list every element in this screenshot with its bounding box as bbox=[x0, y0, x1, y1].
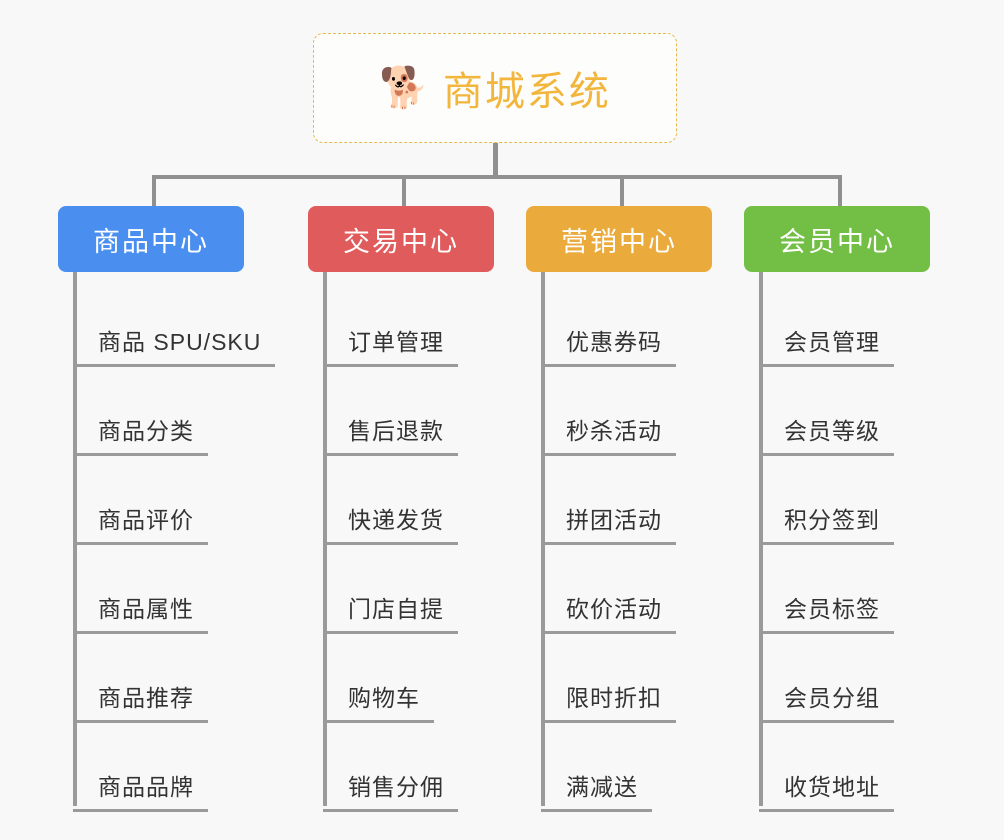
leaf-item-label: 会员标签 bbox=[759, 590, 894, 634]
leaf-item-label: 砍价活动 bbox=[541, 590, 676, 634]
connector-drop-trade-center bbox=[402, 175, 406, 208]
column-product-center: 商品中心商品 SPU/SKU 商品分类商品评价商品属性商品推荐商品品牌 bbox=[58, 206, 276, 812]
column-trade-center: 交易中心订单管理售后退款快递发货门店自提购物车销售分佣 bbox=[308, 206, 494, 812]
leaf-item-label: 商品 SPU/SKU bbox=[73, 323, 276, 367]
leaf-item-label: 会员分组 bbox=[759, 679, 894, 723]
leaf-item-label: 销售分佣 bbox=[323, 768, 458, 812]
leaf-item[interactable]: 商品 SPU/SKU bbox=[73, 278, 276, 367]
leaf-item[interactable]: 订单管理 bbox=[323, 278, 494, 367]
leaf-item-label: 优惠券码 bbox=[541, 323, 676, 367]
leaf-item[interactable]: 会员分组 bbox=[759, 634, 930, 723]
leaf-item[interactable]: 商品推荐 bbox=[73, 634, 244, 723]
leaf-item[interactable]: 销售分佣 bbox=[323, 723, 494, 812]
category-header-member-center[interactable]: 会员中心 bbox=[744, 206, 930, 272]
leaf-item[interactable]: 购物车 bbox=[323, 634, 494, 723]
leaf-item-label: 满减送 bbox=[541, 768, 652, 812]
category-title: 会员中心 bbox=[779, 226, 895, 257]
leaf-item[interactable]: 会员标签 bbox=[759, 545, 930, 634]
leaf-item[interactable]: 砍价活动 bbox=[541, 545, 712, 634]
spine-product-center bbox=[73, 272, 77, 806]
leaf-list-product-center: 商品 SPU/SKU 商品分类商品评价商品属性商品推荐商品品牌 bbox=[58, 272, 276, 812]
leaf-item-label: 拼团活动 bbox=[541, 501, 676, 545]
root-node[interactable]: 🐕 商城系统 bbox=[313, 33, 677, 143]
leaf-item[interactable]: 门店自提 bbox=[323, 545, 494, 634]
leaf-item-label: 会员等级 bbox=[759, 412, 894, 456]
leaf-item-label: 商品分类 bbox=[73, 412, 208, 456]
leaf-item-label: 商品品牌 bbox=[73, 768, 208, 812]
leaf-item-label: 积分签到 bbox=[759, 501, 894, 545]
leaf-item[interactable]: 商品分类 bbox=[73, 367, 244, 456]
leaf-item[interactable]: 拼团活动 bbox=[541, 456, 712, 545]
category-title: 交易中心 bbox=[343, 226, 459, 257]
root-title: 商城系统 bbox=[442, 70, 611, 114]
category-header-trade-center[interactable]: 交易中心 bbox=[308, 206, 494, 272]
leaf-item-label: 会员管理 bbox=[759, 323, 894, 367]
leaf-item[interactable]: 收货地址 bbox=[759, 723, 930, 812]
column-member-center: 会员中心会员管理会员等级积分签到会员标签会员分组收货地址 bbox=[744, 206, 930, 812]
connector-drop-product-center bbox=[152, 175, 156, 208]
leaf-item-label: 商品评价 bbox=[73, 501, 208, 545]
connector-bus bbox=[152, 175, 838, 179]
leaf-item-label: 秒杀活动 bbox=[541, 412, 676, 456]
connector-drop-marketing-center bbox=[620, 175, 624, 208]
leaf-list-trade-center: 订单管理售后退款快递发货门店自提购物车销售分佣 bbox=[308, 272, 494, 812]
leaf-item[interactable]: 会员等级 bbox=[759, 367, 930, 456]
category-title: 营销中心 bbox=[561, 226, 677, 257]
leaf-item-label: 商品推荐 bbox=[73, 679, 208, 723]
leaf-item[interactable]: 秒杀活动 bbox=[541, 367, 712, 456]
spine-marketing-center bbox=[541, 272, 545, 806]
connector-stem bbox=[493, 143, 498, 178]
leaf-item-label: 商品属性 bbox=[73, 590, 208, 634]
leaf-item[interactable]: 限时折扣 bbox=[541, 634, 712, 723]
leaf-item[interactable]: 满减送 bbox=[541, 723, 712, 812]
leaf-item[interactable]: 优惠券码 bbox=[541, 278, 712, 367]
leaf-item[interactable]: 积分签到 bbox=[759, 456, 930, 545]
leaf-list-member-center: 会员管理会员等级积分签到会员标签会员分组收货地址 bbox=[744, 272, 930, 812]
leaf-item-label: 收货地址 bbox=[759, 768, 894, 812]
leaf-item-label: 购物车 bbox=[323, 679, 434, 723]
leaf-item-label: 限时折扣 bbox=[541, 679, 676, 723]
column-marketing-center: 营销中心优惠券码秒杀活动拼团活动砍价活动限时折扣满减送 bbox=[526, 206, 712, 812]
leaf-list-marketing-center: 优惠券码秒杀活动拼团活动砍价活动限时折扣满减送 bbox=[526, 272, 712, 812]
connector-drop-member-center bbox=[838, 175, 842, 208]
shiba-dog-emoji-icon: 🐕 bbox=[379, 66, 429, 110]
leaf-item-label: 门店自提 bbox=[323, 590, 458, 634]
leaf-item[interactable]: 商品评价 bbox=[73, 456, 244, 545]
leaf-item[interactable]: 快递发货 bbox=[323, 456, 494, 545]
spine-member-center bbox=[759, 272, 763, 806]
leaf-item-label: 订单管理 bbox=[323, 323, 458, 367]
leaf-item[interactable]: 商品属性 bbox=[73, 545, 244, 634]
leaf-item[interactable]: 会员管理 bbox=[759, 278, 930, 367]
spine-trade-center bbox=[323, 272, 327, 806]
category-header-product-center[interactable]: 商品中心 bbox=[58, 206, 244, 272]
leaf-item-label: 售后退款 bbox=[323, 412, 458, 456]
leaf-item[interactable]: 商品品牌 bbox=[73, 723, 244, 812]
leaf-item-label: 快递发货 bbox=[323, 501, 458, 545]
leaf-item[interactable]: 售后退款 bbox=[323, 367, 494, 456]
category-header-marketing-center[interactable]: 营销中心 bbox=[526, 206, 712, 272]
category-title: 商品中心 bbox=[93, 226, 209, 257]
